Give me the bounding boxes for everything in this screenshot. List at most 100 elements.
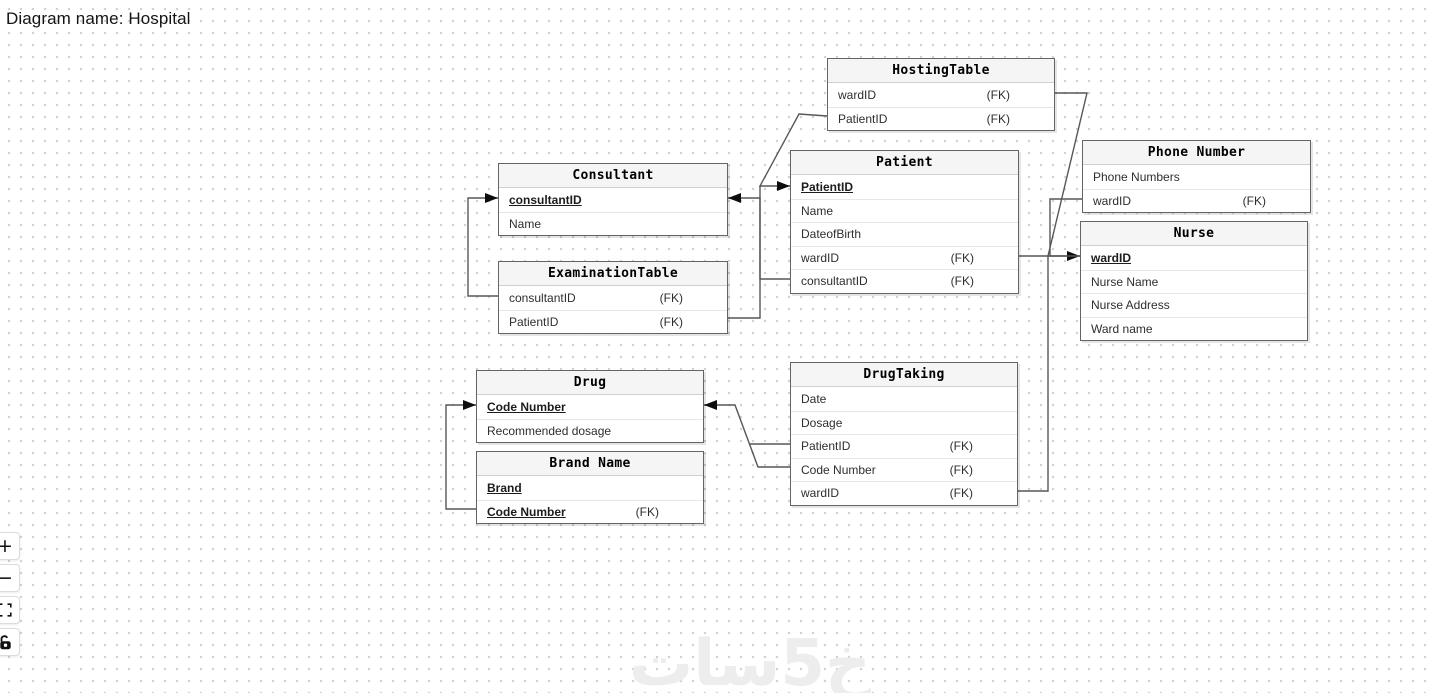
- entity-title: Brand Name: [477, 452, 703, 476]
- field-name: Ward name: [1091, 321, 1153, 336]
- arrowhead-hostingtable-to-patient: [777, 181, 790, 191]
- field-name: Name: [801, 203, 834, 218]
- field-row: Name: [791, 198, 1018, 222]
- arrowhead-drugtaking-to-drug: [704, 400, 717, 410]
- field-name: wardID: [838, 87, 877, 102]
- field-name: Recommended dosage: [487, 423, 612, 438]
- zoom-out-button[interactable]: −: [0, 564, 20, 592]
- field-row: Phone Numbers: [1083, 165, 1310, 189]
- field-row: wardID(FK): [828, 83, 1054, 107]
- field-row: wardID (FK): [1083, 188, 1310, 212]
- entity-title: Drug: [477, 371, 703, 395]
- foreign-key-badge: (FK): [635, 504, 659, 519]
- field-row: Code Number: [477, 395, 703, 419]
- entity-title: Patient: [791, 151, 1018, 175]
- field-name-primary-key: consultantID: [509, 192, 582, 207]
- field-name: DateofBirth: [801, 227, 862, 242]
- minus-icon: −: [0, 566, 13, 589]
- fit-view-button[interactable]: [0, 596, 20, 624]
- zoom-in-button[interactable]: +: [0, 532, 20, 560]
- entity-consultant[interactable]: Consultant consultantID Name: [498, 163, 728, 236]
- field-row: PatientID (FK): [791, 434, 1017, 458]
- foreign-key-badge: (FK): [659, 290, 683, 305]
- field-row: PatientID (FK): [499, 309, 727, 333]
- field-name: PatientID: [801, 439, 851, 454]
- field-row: PatientID: [791, 175, 1018, 199]
- field-name: Code Number: [801, 462, 876, 477]
- connector-drugtaking-to-nurse: [1018, 256, 1049, 492]
- connector-examinationtable-to-patient: [728, 186, 761, 319]
- field-row: Ward name: [1081, 316, 1307, 340]
- field-name: PatientID: [509, 314, 559, 329]
- connector-phonenumber-to-nurse: [1049, 198, 1082, 256]
- connector-examinationtable-to-consultant: [467, 197, 498, 297]
- field-name: Phone Numbers: [1093, 169, 1180, 184]
- canvas-zoom-toolbar: + −: [0, 532, 20, 656]
- field-row: Dosage: [791, 410, 1017, 434]
- arrowhead-patient-to-consultant: [728, 193, 741, 203]
- field-name: wardID: [801, 486, 840, 501]
- foreign-key-badge: (FK): [949, 486, 973, 501]
- field-name-primary-key: Code Number: [487, 504, 566, 519]
- connector-drugtaking-to-drug: [704, 404, 790, 468]
- lock-button[interactable]: [0, 628, 20, 656]
- field-name: consultantID: [801, 274, 868, 289]
- foreign-key-badge: (FK): [1242, 193, 1266, 208]
- field-name: Dosage: [801, 415, 843, 430]
- field-row: consultantID (FK): [499, 286, 727, 310]
- field-row: Nurse Name: [1081, 269, 1307, 293]
- field-row: wardID (FK): [791, 481, 1017, 505]
- entity-title: HostingTable: [828, 59, 1054, 83]
- field-row: wardID: [1081, 246, 1307, 270]
- entity-title: ExaminationTable: [499, 262, 727, 286]
- field-name: Name: [509, 216, 542, 231]
- foreign-key-badge: (FK): [949, 439, 973, 454]
- unlock-icon: [0, 634, 11, 649]
- field-name: Nurse Address: [1091, 298, 1170, 313]
- field-name: PatientID: [838, 111, 888, 126]
- field-name: wardID: [1093, 193, 1132, 208]
- arrowhead-brandname-to-drug: [463, 400, 476, 410]
- field-name: Date: [801, 391, 827, 406]
- field-row: Brand: [477, 476, 703, 500]
- foreign-key-badge: (FK): [950, 274, 974, 289]
- plus-icon: +: [0, 534, 13, 557]
- foreign-key-badge: (FK): [950, 250, 974, 265]
- entity-title: Consultant: [499, 164, 727, 188]
- fit-view-icon: [0, 603, 12, 617]
- foreign-key-badge: (FK): [659, 314, 683, 329]
- field-name: Nurse Name: [1091, 274, 1159, 289]
- entity-title: DrugTaking: [791, 363, 1017, 387]
- connector-hostingtable-to-patient: [758, 113, 828, 187]
- field-row: Code Number (FK): [477, 499, 703, 523]
- field-name-primary-key: wardID: [1091, 250, 1132, 265]
- field-row: consultantID: [499, 188, 727, 212]
- connector-brandname-to-drug: [445, 404, 476, 510]
- field-row: PatientID (FK): [828, 106, 1054, 130]
- foreign-key-badge: (FK): [949, 462, 973, 477]
- field-row: Name: [499, 211, 727, 235]
- field-row: Code Number (FK): [791, 457, 1017, 481]
- field-row: DateofBirth: [791, 222, 1018, 246]
- field-name: wardID: [801, 250, 840, 265]
- entity-title: Phone Number: [1083, 141, 1310, 165]
- entity-title: Nurse: [1081, 222, 1307, 246]
- khamsat-watermark: خ5سات: [629, 627, 871, 693]
- field-row: consultantID (FK): [791, 269, 1018, 293]
- field-name: consultantID: [509, 290, 576, 305]
- field-row: Date: [791, 387, 1017, 411]
- field-row: Recommended dosage: [477, 418, 703, 442]
- field-name-primary-key: Code Number: [487, 399, 566, 414]
- foreign-key-badge: (FK): [986, 111, 1010, 126]
